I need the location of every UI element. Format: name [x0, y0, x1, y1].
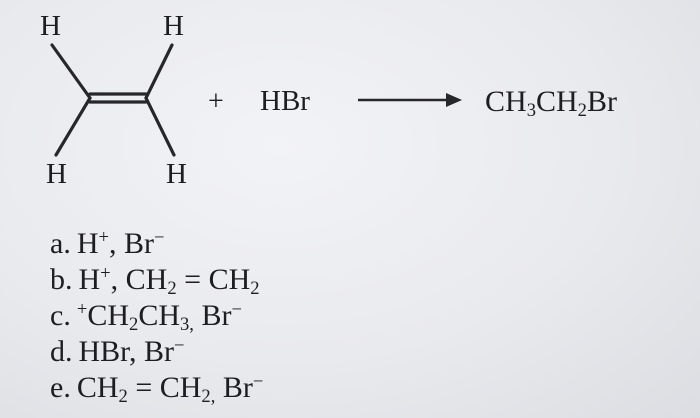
- choice-sub: 2,: [201, 386, 216, 408]
- product-part: Br: [586, 85, 617, 118]
- choice-label: b.: [50, 263, 73, 296]
- choice-text: H: [76, 227, 99, 260]
- choice-sub: 3,: [180, 314, 194, 336]
- choice-sub: 2: [167, 278, 177, 300]
- answer-choices: a.H+, Br− b.H+, CH2 = CH2 c.+CH2CH3, Br−…: [50, 226, 263, 406]
- choice-text: CH: [87, 299, 130, 332]
- choice-label: d.: [50, 335, 73, 368]
- choice-a[interactable]: a.H+, Br−: [50, 226, 263, 262]
- choice-text: , Br: [109, 227, 154, 260]
- choice-label: a.: [50, 227, 71, 260]
- atom-h-bottom-left: H: [46, 158, 67, 190]
- choice-text: CH: [138, 299, 180, 332]
- choice-text: HBr, Br: [78, 335, 174, 368]
- choice-text: Br: [215, 371, 253, 404]
- atom-h-top-right: H: [163, 10, 184, 42]
- choice-sub: 2: [129, 314, 139, 336]
- bond-bottom-left: [54, 96, 92, 157]
- bond-bottom-right: [144, 96, 176, 157]
- choice-sup: −: [252, 370, 264, 392]
- choice-d[interactable]: d.HBr, Br−: [50, 334, 263, 370]
- choice-sup: −: [173, 334, 185, 356]
- product-part: CH: [535, 85, 578, 118]
- choice-label: e.: [50, 371, 71, 404]
- atom-h-bottom-right: H: [166, 158, 187, 190]
- choice-sup: +: [100, 262, 111, 284]
- product-part: CH: [485, 85, 527, 118]
- choice-sub: 2: [118, 386, 128, 408]
- atom-h-top-left: H: [40, 10, 61, 42]
- product-subscript: 3: [526, 100, 536, 122]
- choice-text: H: [78, 263, 101, 296]
- choice-b[interactable]: b.H+, CH2 = CH2: [50, 262, 263, 298]
- choice-sup: +: [76, 298, 88, 320]
- reaction-arrow: [358, 93, 462, 107]
- product-formula: CH3CH2Br: [485, 85, 617, 121]
- choice-text: , CH: [110, 263, 168, 296]
- choice-sub: 2: [250, 278, 260, 300]
- choice-text: = CH: [176, 263, 251, 296]
- bond-top-right: [144, 43, 174, 100]
- choice-label: c.: [50, 299, 71, 332]
- reagent-hbr: HBr: [260, 85, 310, 117]
- choice-c[interactable]: c.+CH2CH3, Br−: [50, 298, 263, 334]
- choice-e[interactable]: e.CH2 = CH2, Br−: [50, 370, 263, 406]
- choice-text: CH: [76, 371, 119, 404]
- product-subscript: 2: [577, 100, 587, 122]
- bond-top-left: [50, 43, 92, 100]
- choice-sup: −: [154, 226, 165, 248]
- choice-text: Br: [193, 299, 232, 332]
- choice-text: = CH: [127, 371, 202, 404]
- choice-sup: +: [98, 226, 110, 248]
- choice-sup: −: [231, 298, 242, 320]
- plus-sign: +: [208, 86, 224, 117]
